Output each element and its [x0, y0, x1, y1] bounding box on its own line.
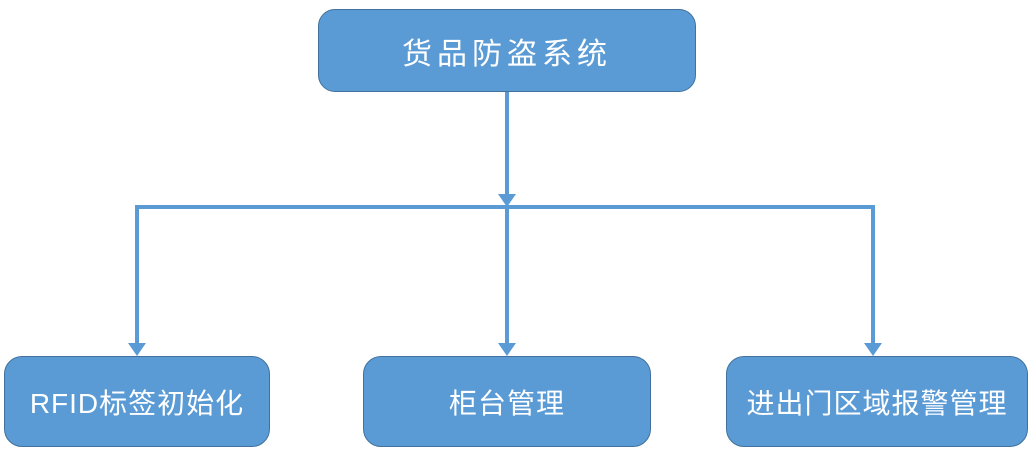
- diagram-node-rfid-init: RFID标签初始化: [4, 356, 270, 447]
- connector-horizontal-rail: [135, 205, 875, 209]
- arrowhead-root-icon: [498, 194, 516, 207]
- connector-root-stem: [505, 92, 509, 194]
- diagram-node-root: 货品防盗系统: [318, 9, 696, 92]
- connector-drop-middle: [505, 209, 509, 343]
- diagram-node-root-label: 货品防盗系统: [402, 37, 612, 71]
- diagram-node-rfid-init-label: RFID标签初始化: [29, 387, 245, 419]
- diagram-node-door-alarm-management: 进出门区域报警管理: [726, 356, 1028, 447]
- diagram-node-counter-management-label: 柜台管理: [448, 387, 565, 419]
- diagram-node-counter-management: 柜台管理: [363, 356, 651, 447]
- arrowhead-left-icon: [128, 343, 146, 356]
- diagram-node-door-alarm-management-label: 进出门区域报警管理: [746, 387, 1008, 419]
- connector-drop-left: [135, 207, 139, 343]
- arrowhead-middle-icon: [498, 343, 516, 356]
- arrowhead-right-icon: [864, 343, 882, 356]
- connector-drop-right: [871, 207, 875, 343]
